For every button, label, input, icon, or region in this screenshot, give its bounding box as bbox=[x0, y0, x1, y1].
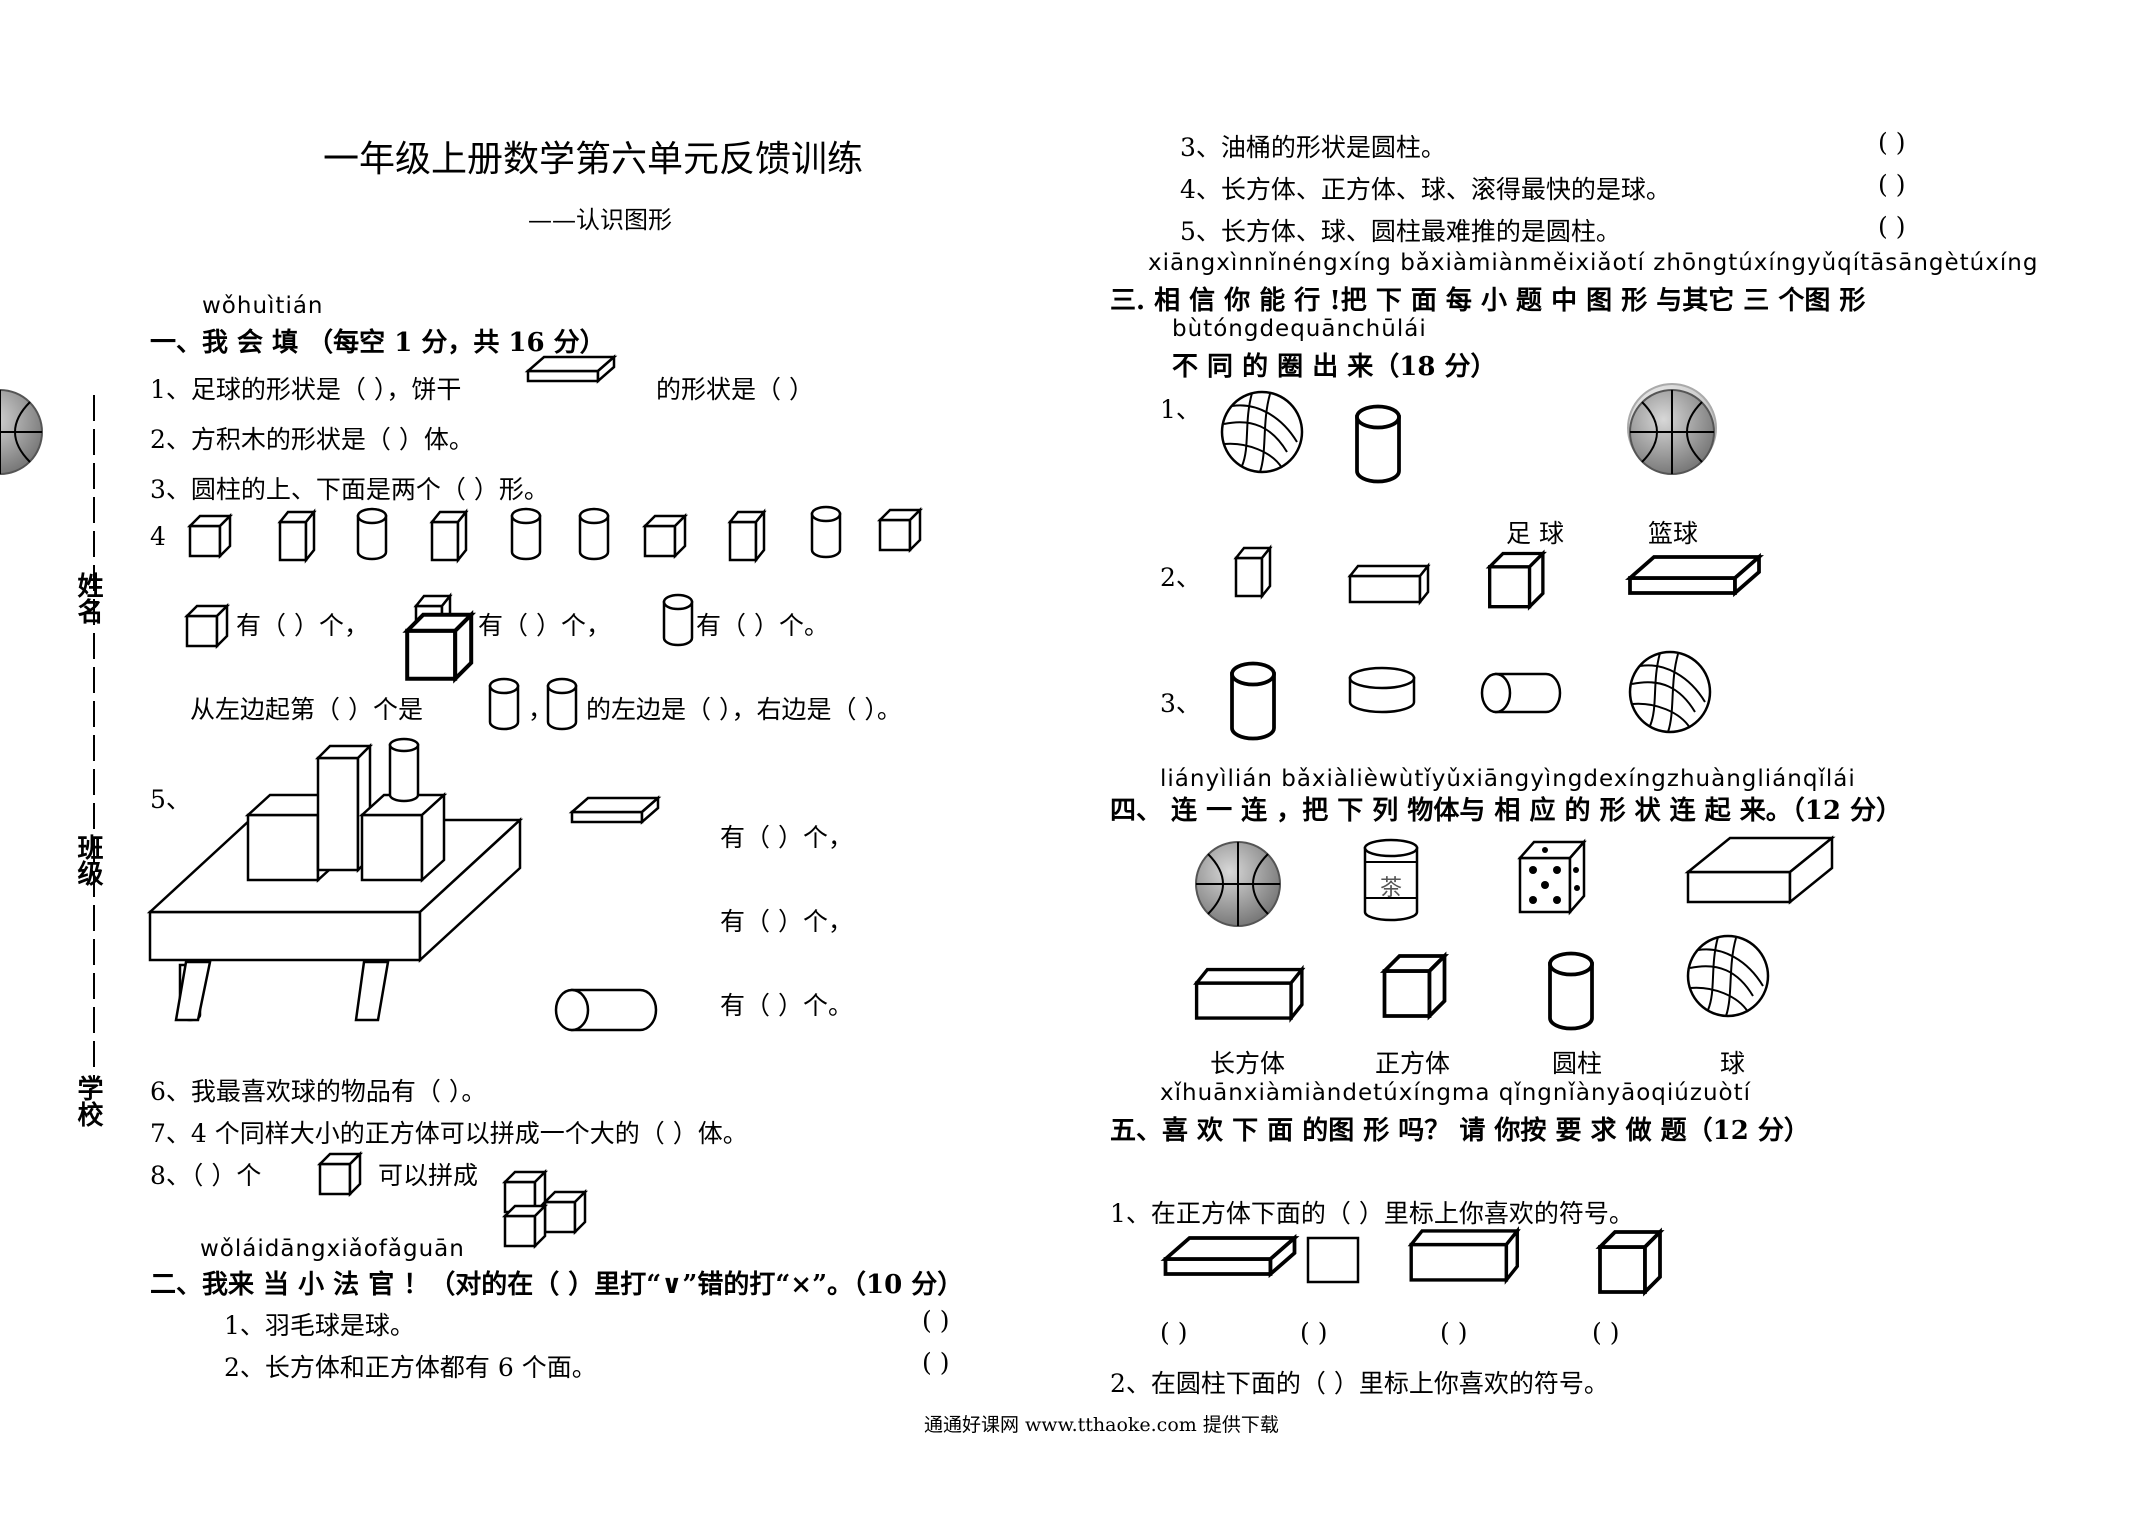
s3-basketball: 篮球 bbox=[1648, 519, 1699, 548]
s4-label-cuboid: 长方体 bbox=[1210, 1049, 1286, 1078]
side-name-label: 姓名 bbox=[73, 572, 103, 624]
s1-q4-have1: 有（ ）个， bbox=[236, 611, 369, 640]
s5-paren-1: ( ) bbox=[1160, 1318, 1188, 1347]
s4-label-cube: 正方体 bbox=[1375, 1049, 1451, 1078]
s5-q2: 2、在圆柱下面的（ ）里标上你喜欢的符号。 bbox=[1110, 1369, 1609, 1398]
s3-row-3: 3、 bbox=[1160, 689, 1201, 718]
s1-q5: 5、 bbox=[150, 785, 191, 814]
s1-q4-have2: 有（ ）个， bbox=[478, 611, 611, 640]
s2-item-2-paren: ( ) bbox=[922, 1348, 950, 1377]
s1-q8a: 8、（ ）个 bbox=[150, 1161, 262, 1190]
s2-item-4: 4、长方体、正方体、球、滚得最快的是球。 bbox=[1180, 175, 1671, 204]
s2-heading: 二、我来 当 小 法 官 ！（对的在（ ）里打“∨”错的打“×”。（10 分） bbox=[150, 1270, 964, 1300]
s3-pinyin-2: bùtóngdequānchūlái bbox=[1172, 316, 1427, 342]
s1-q4-have3: 有（ ）个。 bbox=[696, 611, 829, 640]
s1-q4b2: ， bbox=[528, 695, 554, 724]
s1-pinyin: wǒhuìtián bbox=[202, 293, 324, 319]
side-school-label: 学校 bbox=[73, 1075, 103, 1127]
s1-q2: 2、方积木的形状是（ ）体。 bbox=[150, 425, 474, 454]
s1-q4: 4 bbox=[150, 522, 166, 551]
s1-q6: 6、我最喜欢球的物品有（ ）。 bbox=[150, 1077, 487, 1106]
s1-q7: 7、4 个同样大小的正方体可以拼成一个大的（ ）体。 bbox=[150, 1119, 748, 1148]
s2-item-5: 5、长方体、球、圆柱最难推的是圆柱。 bbox=[1180, 217, 1621, 246]
side-class-label: 班级 bbox=[73, 834, 103, 886]
s2-item-1-paren: ( ) bbox=[922, 1306, 950, 1335]
footer: 通通好课网 www.tthaoke.com 提供下载 bbox=[924, 1414, 1279, 1436]
s3-heading-2: 不 同 的 圈 出 来（18 分） bbox=[1172, 352, 1497, 382]
s4-heading: 四、 连 一 连 ，把 下 列 物体与 相 应 的 形 状 连 起 来。（12 … bbox=[1110, 796, 1903, 826]
s5-pinyin: xǐhuānxiàmiàndetúxíngma qǐngnǐànyāoqiúzu… bbox=[1160, 1080, 1752, 1106]
s1-q1b: 的形状是（ ） bbox=[656, 375, 814, 404]
s1-q4b3: 的左边是（ ），右边是（ ）。 bbox=[586, 695, 902, 724]
s4-label-cylinder: 圆柱 bbox=[1552, 1049, 1603, 1078]
s2-item-3: 3、油桶的形状是圆柱。 bbox=[1180, 133, 1446, 162]
page-subtitle: ——认识图形 bbox=[528, 206, 672, 234]
s5-paren-4: ( ) bbox=[1592, 1318, 1620, 1347]
s3-heading-1: 三. 相 信 你 能 行 !把 下 面 每 小 题 中 图 形 与其它 三 个图… bbox=[1110, 286, 1866, 316]
s1-q4b1: 从左边起第（ ）个是 bbox=[190, 695, 423, 724]
dice bbox=[1517, 838, 1587, 916]
tea-can bbox=[1363, 838, 1419, 922]
s3-football: 足 球 bbox=[1506, 519, 1564, 548]
s1-q5-have2: 有（ ）个， bbox=[720, 907, 853, 936]
s5-paren-2: ( ) bbox=[1300, 1318, 1328, 1347]
s2-item-3-paren: ( ) bbox=[1878, 128, 1906, 157]
s2-pinyin: wǒláidāngxiǎofǎguān bbox=[200, 1236, 465, 1262]
s3-pinyin-1: xiāngxìnnǐnéngxíng bǎxiàmiànměixiǎotí zh… bbox=[1148, 250, 2039, 276]
s2-item-5-paren: ( ) bbox=[1878, 212, 1906, 241]
s3-row-2: 2、 bbox=[1160, 563, 1201, 592]
s5-heading: 五、喜 欢 下 面 的图 形 吗？ 请 你按 要 求 做 题（12 分） bbox=[1110, 1116, 1810, 1146]
s2-item-2: 2、长方体和正方体都有 6 个面。 bbox=[224, 1353, 597, 1382]
s5-q1: 1、在正方体下面的（ ）里标上你喜欢的符号。 bbox=[1110, 1199, 1634, 1228]
tea-label: 茶 bbox=[1380, 876, 1403, 901]
s4-label-ball: 球 bbox=[1720, 1049, 1746, 1078]
s2-item-1: 1、羽毛球是球。 bbox=[224, 1311, 415, 1340]
s3-row-1: 1、 bbox=[1160, 395, 1201, 424]
composite-figure bbox=[146, 737, 524, 1022]
s5-paren-3: ( ) bbox=[1440, 1318, 1468, 1347]
page-title: 一年级上册数学第六单元反馈训练 bbox=[323, 139, 864, 180]
s1-q1a: 1、足球的形状是（ ），饼干 bbox=[150, 375, 462, 404]
s2-item-4-paren: ( ) bbox=[1878, 170, 1906, 199]
s1-q3: 3、圆柱的上、下面是两个（ ）形。 bbox=[150, 475, 549, 504]
s1-q5-have1: 有（ ）个， bbox=[720, 823, 853, 852]
s1-heading: 一、我 会 填 （每空 1 分，共 16 分） bbox=[150, 328, 606, 358]
s1-q8b: 可以拼成 bbox=[378, 1161, 479, 1190]
box-object bbox=[1684, 835, 1836, 905]
s4-pinyin: liányìlián bǎxiàlièwùtǐyǔxiāngyìngdexíng… bbox=[1160, 766, 1856, 792]
s1-q5-have3: 有（ ）个。 bbox=[720, 991, 853, 1020]
